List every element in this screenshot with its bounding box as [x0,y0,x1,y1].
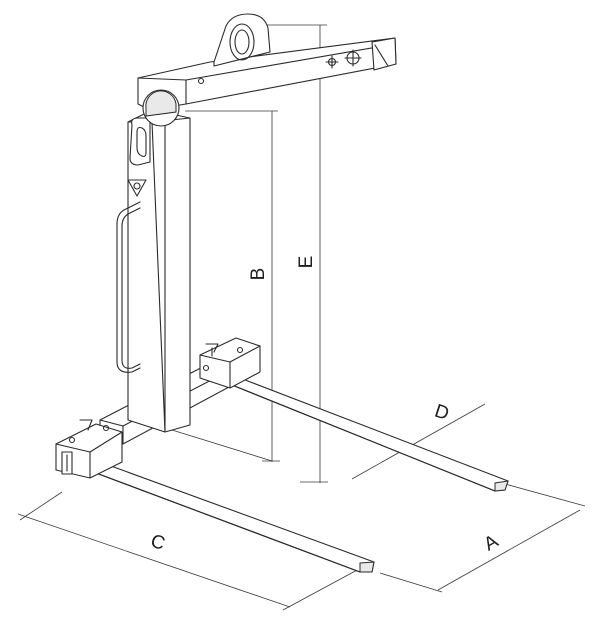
dimension-lines [17,24,586,611]
lifting-eye [213,13,271,67]
mast [116,109,191,433]
dim-label-b: B [248,268,269,281]
rear-fork [231,377,509,492]
front-carrier [55,419,123,479]
dim-label-e: E [296,256,317,269]
rear-carrier [199,337,261,389]
front-fork [87,461,375,573]
dim-label-a: A [481,531,503,556]
dim-label-c: C [148,531,168,555]
dim-label-d: D [432,401,452,425]
